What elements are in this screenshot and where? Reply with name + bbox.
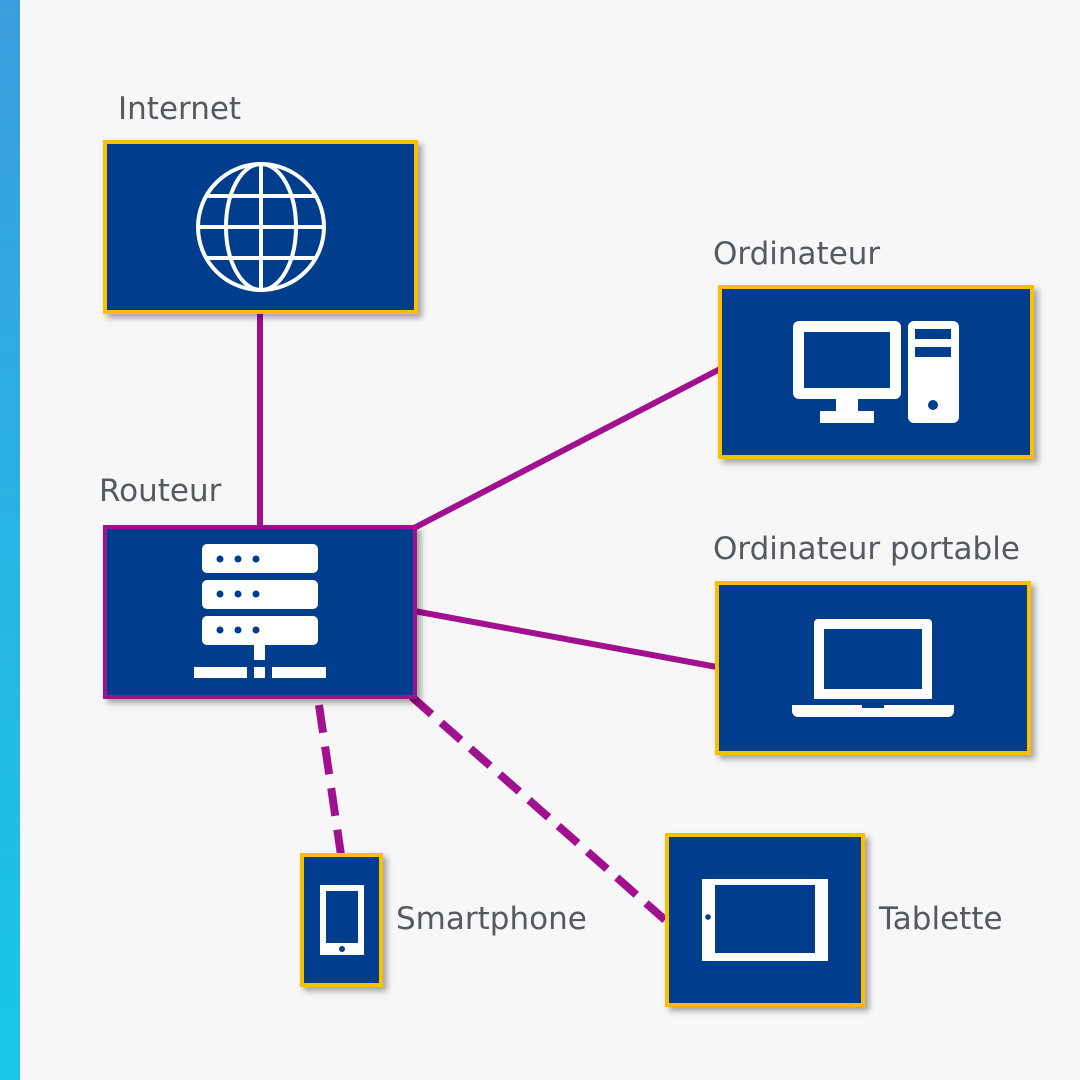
tablet-icon <box>702 879 828 961</box>
node-label-router: Routeur <box>99 473 222 509</box>
node-label-tablet: Tablette <box>879 901 1003 937</box>
laptop-icon <box>792 619 954 717</box>
node-router[interactable] <box>103 525 417 699</box>
link-router-laptop <box>413 608 718 670</box>
accent-side-bar <box>0 0 20 1080</box>
link-router-computer <box>412 366 722 531</box>
node-label-laptop: Ordinateur portable <box>713 531 1020 567</box>
node-label-smartphone: Smartphone <box>396 901 587 937</box>
node-label-computer: Ordinateur <box>713 236 881 272</box>
smartphone-icon <box>319 885 364 955</box>
desktop-computer-icon <box>793 321 959 423</box>
server-router-icon <box>194 544 326 678</box>
node-tablet[interactable] <box>665 833 865 1007</box>
link-router-tablet <box>409 693 668 924</box>
node-laptop[interactable] <box>715 581 1031 755</box>
link-router-smartphone <box>315 704 345 856</box>
node-internet[interactable] <box>103 140 418 314</box>
globe-icon <box>195 162 326 292</box>
node-label-internet: Internet <box>118 91 242 127</box>
node-smartphone[interactable] <box>300 853 383 987</box>
node-computer[interactable] <box>718 285 1034 459</box>
